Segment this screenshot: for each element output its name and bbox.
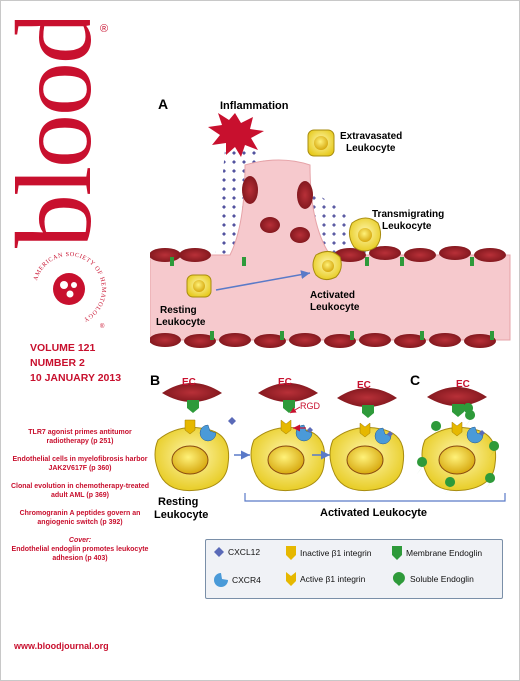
legend-item-membrane-endoglin: Membrane Endoglin bbox=[392, 546, 482, 560]
ec-label-3: EC bbox=[357, 380, 371, 391]
extravasated-label: Extravasated bbox=[340, 131, 402, 142]
resting-label: Resting bbox=[160, 305, 197, 316]
membrane-endoglin-icon bbox=[392, 546, 402, 560]
transmigrating-label-2: Leukocyte bbox=[382, 221, 432, 232]
activated-label: Activated bbox=[310, 290, 355, 301]
cover-note-heading: Cover: bbox=[68, 537, 92, 544]
legend-item-soluble-endoglin: Soluble Endoglin bbox=[392, 572, 474, 586]
journal-title: blood bbox=[2, 20, 114, 248]
inflammation-burst bbox=[208, 113, 264, 157]
toc-highlights: TLR7 agonist primes antitumor radiothera… bbox=[10, 428, 150, 572]
ec-label-2: EC bbox=[278, 377, 292, 388]
ec-label-4: EC bbox=[456, 379, 470, 390]
ec-label-1: EC bbox=[182, 377, 196, 388]
toc-item: Endothelial cells in myelofibrosis harbo… bbox=[12, 456, 148, 472]
legend-item-cxcl12: CXCL12 bbox=[214, 547, 260, 557]
inactive-integrin-icon bbox=[286, 546, 296, 560]
transmigrating-label: Transmigrating bbox=[372, 209, 444, 220]
cxcl12-icon bbox=[214, 547, 224, 557]
legend-item-active-integrin: Active β1 integrin bbox=[286, 572, 365, 586]
resting-label-2: Leukocyte bbox=[156, 317, 206, 328]
cover-illustration: A Inflammation bbox=[149, 95, 515, 535]
date-label: 10 JANUARY 2013 bbox=[30, 372, 122, 384]
extravasated-label-2: Leukocyte bbox=[346, 143, 396, 154]
panel-b-label: B bbox=[150, 372, 160, 388]
panel-a-label: A bbox=[158, 96, 168, 112]
inflammation-label: Inflammation bbox=[220, 100, 289, 112]
panel-c-label: C bbox=[410, 372, 420, 388]
active-integrin-icon bbox=[286, 572, 296, 586]
toc-item: Clonal evolution in chemotherapy-treated… bbox=[10, 483, 150, 499]
society-seal: AMERICAN SOCIETY OF HEMATOLOGY ® bbox=[28, 248, 110, 330]
rgd-label: RGD bbox=[300, 401, 321, 411]
resting-b-label-2: Leukocyte bbox=[154, 509, 208, 521]
activated-label-2: Leukocyte bbox=[310, 302, 360, 313]
journal-url[interactable]: www.bloodjournal.org bbox=[14, 641, 109, 651]
blood-vessel bbox=[149, 159, 511, 341]
soluble-endoglin-icon bbox=[392, 572, 405, 586]
number-label: NUMBER 2 bbox=[30, 357, 85, 369]
registered-mark: ® bbox=[100, 23, 108, 35]
toc-item: TLR7 agonist primes antitumor radiothera… bbox=[28, 429, 132, 445]
journal-masthead: blood ® bbox=[0, 11, 122, 250]
cover-note-text: Endothelial endoglin promotes leukocyte … bbox=[11, 546, 149, 562]
figure-legend: CXCL12 CXCR4 Inactive β1 integrin Active… bbox=[205, 539, 503, 599]
volume-label: VOLUME 121 bbox=[30, 342, 96, 354]
toc-item: Chromogranin A peptides govern an angiog… bbox=[19, 510, 141, 526]
legend-item-inactive-integrin: Inactive β1 integrin bbox=[286, 546, 372, 560]
legend-item-cxcr4: CXCR4 bbox=[214, 573, 261, 587]
svg-text:®: ® bbox=[100, 323, 105, 330]
issue-info: VOLUME 121 NUMBER 2 10 JANUARY 2013 bbox=[30, 341, 150, 386]
resting-b-label: Resting bbox=[158, 496, 198, 508]
cxcr4-icon bbox=[214, 573, 228, 587]
activated-leukocyte-label: Activated Leukocyte bbox=[320, 507, 427, 519]
